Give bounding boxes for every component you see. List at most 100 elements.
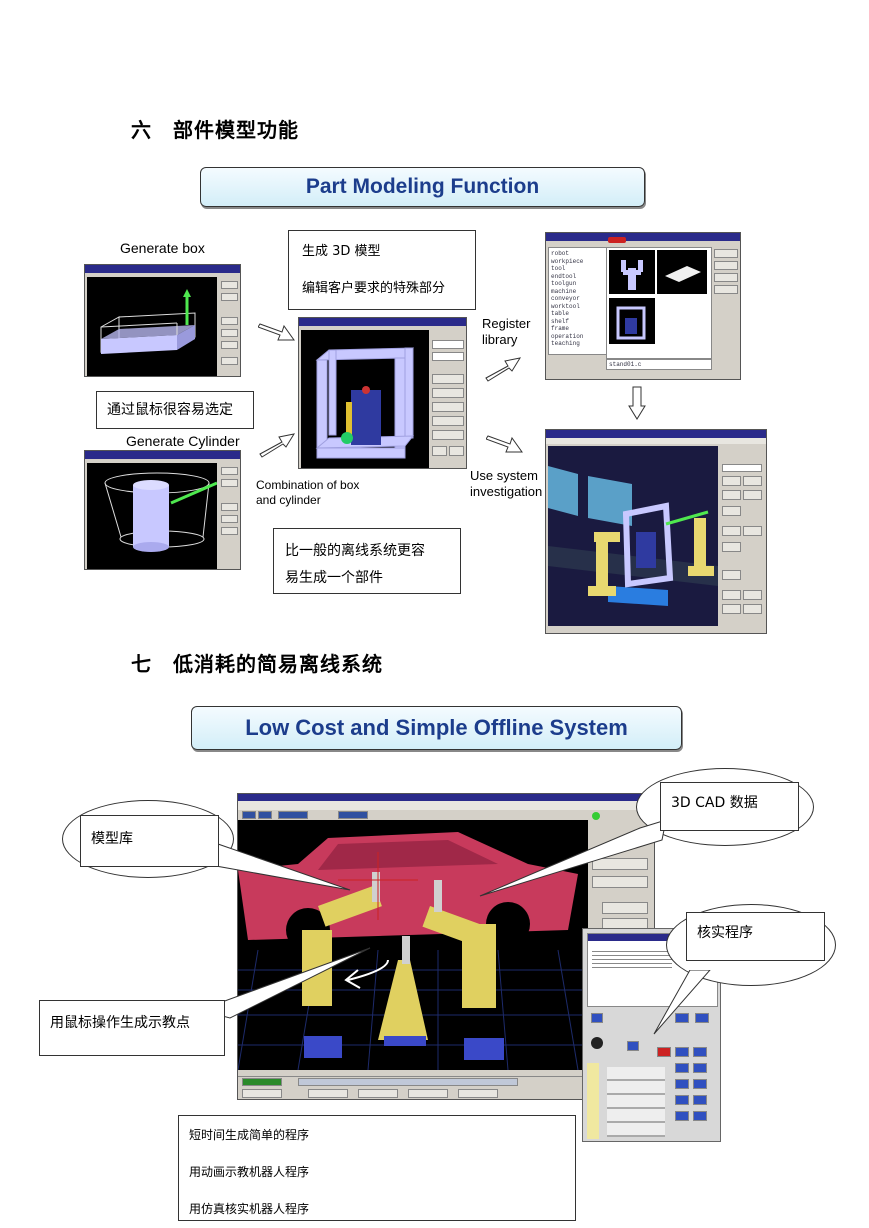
panel-button[interactable] xyxy=(722,526,741,536)
panel-button[interactable] xyxy=(722,490,741,500)
panel-button[interactable] xyxy=(432,374,464,384)
panel-button[interactable] xyxy=(714,273,738,282)
toolbar-button[interactable] xyxy=(242,811,256,819)
library-list-item[interactable]: tool xyxy=(551,265,566,272)
toolbar-button[interactable] xyxy=(338,811,368,819)
pendant-key[interactable] xyxy=(695,1013,709,1023)
panel-button[interactable] xyxy=(722,604,741,614)
pendant-key[interactable] xyxy=(675,1079,689,1089)
panel-button[interactable] xyxy=(722,476,741,486)
panel-button[interactable] xyxy=(714,285,738,294)
panel-button[interactable] xyxy=(432,402,464,412)
menu-bar[interactable] xyxy=(546,438,766,444)
plate-thumb-icon xyxy=(665,266,701,282)
pendant-key[interactable] xyxy=(627,1041,639,1051)
library-name-field[interactable]: stand01.c xyxy=(606,359,712,370)
taskbar-button[interactable] xyxy=(458,1089,498,1098)
library-list-item[interactable]: machine xyxy=(551,287,577,295)
list-item: 用仿真核实机器人程序 xyxy=(189,1202,310,1216)
panel-button[interactable] xyxy=(743,590,762,600)
panel-button[interactable] xyxy=(221,281,238,289)
callout-pointer xyxy=(653,970,711,1035)
pendant-number-keys[interactable] xyxy=(607,1067,665,1137)
panel-button[interactable] xyxy=(221,341,238,349)
library-list-item[interactable]: shelf xyxy=(551,317,570,325)
start-button[interactable] xyxy=(242,1078,282,1086)
panel-button[interactable] xyxy=(722,570,741,580)
library-list-item[interactable]: workpiece xyxy=(551,257,584,265)
pendant-side-keys[interactable] xyxy=(587,1063,599,1139)
panel-button[interactable] xyxy=(432,416,464,426)
emergency-stop-icon[interactable] xyxy=(591,1037,603,1049)
taskbar-button[interactable] xyxy=(358,1089,398,1098)
panel-field[interactable] xyxy=(432,340,464,349)
preview-thumb[interactable] xyxy=(609,298,655,344)
panel-field[interactable] xyxy=(722,464,762,472)
panel-button[interactable] xyxy=(221,357,238,365)
toolbar-tab[interactable] xyxy=(608,237,626,243)
library-list-item[interactable]: table xyxy=(551,310,570,317)
pendant-key[interactable] xyxy=(693,1047,707,1057)
taskbar-button[interactable] xyxy=(242,1089,282,1098)
pendant-key[interactable] xyxy=(693,1079,707,1089)
panel-button[interactable] xyxy=(432,430,464,440)
panel-button[interactable] xyxy=(722,590,741,600)
pendant-key[interactable] xyxy=(657,1047,671,1057)
panel-button[interactable] xyxy=(743,490,762,500)
library-list-item[interactable]: robot xyxy=(551,250,570,257)
menu-bar[interactable] xyxy=(238,801,654,810)
pendant-key[interactable] xyxy=(675,1047,689,1057)
panel-button[interactable] xyxy=(602,902,648,914)
pendant-key[interactable] xyxy=(675,1063,689,1073)
panel-button[interactable] xyxy=(221,317,238,325)
panel-button[interactable] xyxy=(714,261,738,270)
toolbar-button[interactable] xyxy=(258,811,272,819)
panel-button[interactable] xyxy=(221,479,238,487)
cad-viewport xyxy=(87,277,217,376)
library-list-item[interactable]: operation xyxy=(551,332,584,340)
pendant-key[interactable] xyxy=(693,1063,707,1073)
panel-button[interactable] xyxy=(221,515,238,523)
panel-button[interactable] xyxy=(449,446,464,456)
pendant-key[interactable] xyxy=(591,1013,603,1023)
panel-button[interactable] xyxy=(221,467,238,475)
preview-thumb[interactable] xyxy=(609,250,655,294)
library-list-item[interactable]: worktool xyxy=(551,302,580,310)
panel-button[interactable] xyxy=(743,476,762,486)
panel-button[interactable] xyxy=(722,506,741,516)
panel-button[interactable] xyxy=(592,876,648,888)
features-list: 短时间生成简单的程序 用动画示教机器人程序 用仿真核实机器人程序 xyxy=(178,1115,576,1221)
pendant-key[interactable] xyxy=(693,1095,707,1105)
label-line: and cylinder xyxy=(256,493,321,507)
list-item: 用动画示教机器人程序 xyxy=(189,1165,310,1179)
toolbar-button[interactable] xyxy=(278,811,308,819)
library-list-item[interactable]: frame xyxy=(551,325,570,332)
library-list-item[interactable]: conveyor xyxy=(551,295,580,302)
panel-button[interactable] xyxy=(432,446,447,456)
pendant-key[interactable] xyxy=(693,1111,707,1121)
panel-button[interactable] xyxy=(221,329,238,337)
window-titlebar xyxy=(238,794,654,801)
panel-button[interactable] xyxy=(722,542,741,552)
library-list-item[interactable]: toolgun xyxy=(551,280,577,287)
panel-button[interactable] xyxy=(221,293,238,301)
taskbar-button[interactable] xyxy=(308,1089,348,1098)
toolbar-strip[interactable] xyxy=(298,1078,518,1086)
panel-button[interactable] xyxy=(221,527,238,535)
library-list-item[interactable]: endtool xyxy=(551,272,577,280)
panel-field[interactable] xyxy=(432,352,464,361)
panel-button[interactable] xyxy=(714,249,738,258)
panel-button[interactable] xyxy=(221,503,238,511)
preview-thumb[interactable] xyxy=(657,250,707,294)
panel-button[interactable] xyxy=(743,526,762,536)
pendant-key[interactable] xyxy=(675,1095,689,1105)
library-list-item[interactable]: teaching xyxy=(551,340,580,347)
panel-button[interactable] xyxy=(432,388,464,398)
taskbar-button[interactable] xyxy=(408,1089,448,1098)
panel-button[interactable] xyxy=(743,604,762,614)
panel-button[interactable] xyxy=(592,858,648,870)
pendant-key[interactable] xyxy=(675,1111,689,1121)
pendant-key[interactable] xyxy=(675,1013,689,1023)
